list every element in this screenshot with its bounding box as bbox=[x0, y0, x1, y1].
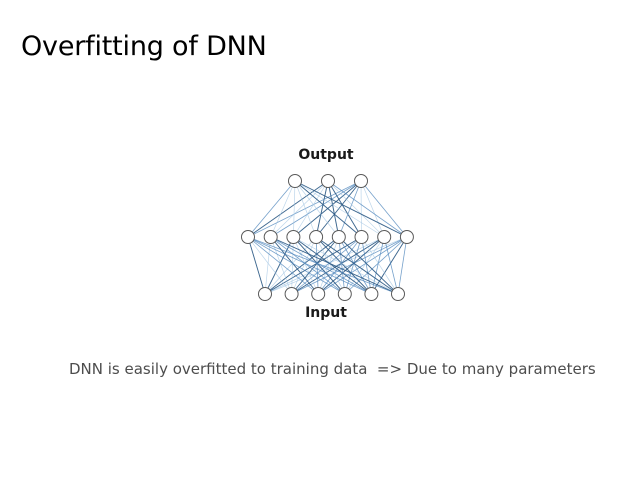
network-edge bbox=[264, 236, 294, 295]
network-edge bbox=[360, 180, 362, 238]
network-node bbox=[354, 230, 369, 244]
network-edge bbox=[270, 180, 329, 238]
network-edge bbox=[264, 236, 340, 295]
network-edge bbox=[291, 236, 294, 295]
network-edge bbox=[294, 180, 317, 238]
network-edge bbox=[247, 236, 372, 295]
network-edge bbox=[294, 180, 340, 238]
network-edge bbox=[264, 236, 385, 295]
network-edge bbox=[315, 180, 329, 238]
network-node bbox=[258, 287, 272, 301]
network-edge bbox=[247, 236, 346, 295]
network-edge bbox=[293, 180, 296, 238]
network-edge bbox=[294, 180, 385, 238]
network-edge bbox=[270, 236, 319, 295]
network-node bbox=[391, 287, 405, 301]
network-edge bbox=[383, 236, 399, 295]
network-edge bbox=[270, 180, 362, 238]
network-node bbox=[311, 287, 326, 301]
network-edge bbox=[315, 180, 362, 238]
network-edge bbox=[338, 236, 399, 295]
edges-hidden-to-output bbox=[247, 180, 408, 238]
network-edge bbox=[247, 180, 296, 238]
neural-network-figure: Output Input bbox=[228, 144, 424, 330]
network-node bbox=[241, 230, 255, 244]
network-edge bbox=[293, 236, 319, 295]
network-node bbox=[284, 287, 299, 301]
network-edge bbox=[294, 180, 408, 238]
network-edge bbox=[327, 180, 362, 238]
network-edge bbox=[361, 236, 372, 295]
network-edge bbox=[344, 236, 362, 295]
input-layer-label: Input bbox=[305, 305, 347, 321]
network-node bbox=[377, 230, 392, 244]
network-edge bbox=[315, 236, 399, 295]
network-edge bbox=[270, 180, 296, 238]
page-title: Overfitting of DNN bbox=[21, 31, 267, 62]
slide-caption: DNN is easily overfitted to training dat… bbox=[69, 360, 596, 378]
network-edge bbox=[270, 236, 346, 295]
network-edge bbox=[247, 236, 319, 295]
network-edge bbox=[247, 236, 292, 295]
network-node bbox=[321, 174, 335, 188]
network-edge bbox=[270, 236, 399, 295]
network-edge bbox=[247, 236, 266, 295]
network-edge bbox=[317, 236, 362, 295]
network-node bbox=[337, 287, 352, 301]
network-node bbox=[331, 230, 346, 244]
network-edge bbox=[338, 236, 346, 295]
network-edge bbox=[338, 236, 372, 295]
network-node bbox=[286, 230, 301, 244]
network-edge bbox=[360, 180, 408, 238]
network-edge bbox=[264, 236, 408, 295]
network-node bbox=[354, 174, 368, 188]
network-edge bbox=[270, 236, 292, 295]
network-node bbox=[364, 287, 379, 301]
network-node bbox=[399, 230, 414, 244]
network-edge bbox=[264, 236, 272, 295]
network-nodes bbox=[241, 174, 414, 301]
network-edge bbox=[291, 236, 340, 295]
network-edge bbox=[293, 180, 362, 238]
network-edge bbox=[327, 180, 385, 238]
edges-input-to-hidden bbox=[247, 236, 408, 295]
network-edge bbox=[293, 236, 399, 295]
network-edge bbox=[315, 236, 319, 295]
network-edge bbox=[291, 236, 362, 295]
network-node bbox=[309, 230, 324, 244]
network-graph-svg bbox=[241, 174, 414, 301]
network-edge bbox=[293, 180, 329, 238]
network-edge bbox=[360, 180, 385, 238]
network-edge bbox=[264, 236, 362, 295]
network-edge bbox=[361, 236, 399, 295]
network-edge bbox=[293, 236, 346, 295]
network-edge bbox=[264, 236, 317, 295]
network-edge bbox=[247, 236, 399, 295]
network-edge bbox=[327, 180, 340, 238]
network-edge bbox=[291, 236, 317, 295]
network-edge bbox=[315, 236, 346, 295]
network-node bbox=[263, 230, 278, 244]
network-edge bbox=[270, 236, 372, 295]
network-edge bbox=[293, 236, 372, 295]
network-edge bbox=[317, 236, 340, 295]
network-edge bbox=[327, 180, 408, 238]
network-edge bbox=[294, 180, 362, 238]
network-edge bbox=[247, 180, 362, 238]
output-layer-label: Output bbox=[298, 147, 354, 163]
network-edge bbox=[315, 236, 372, 295]
network-edge bbox=[397, 236, 408, 295]
network-node bbox=[288, 174, 302, 188]
